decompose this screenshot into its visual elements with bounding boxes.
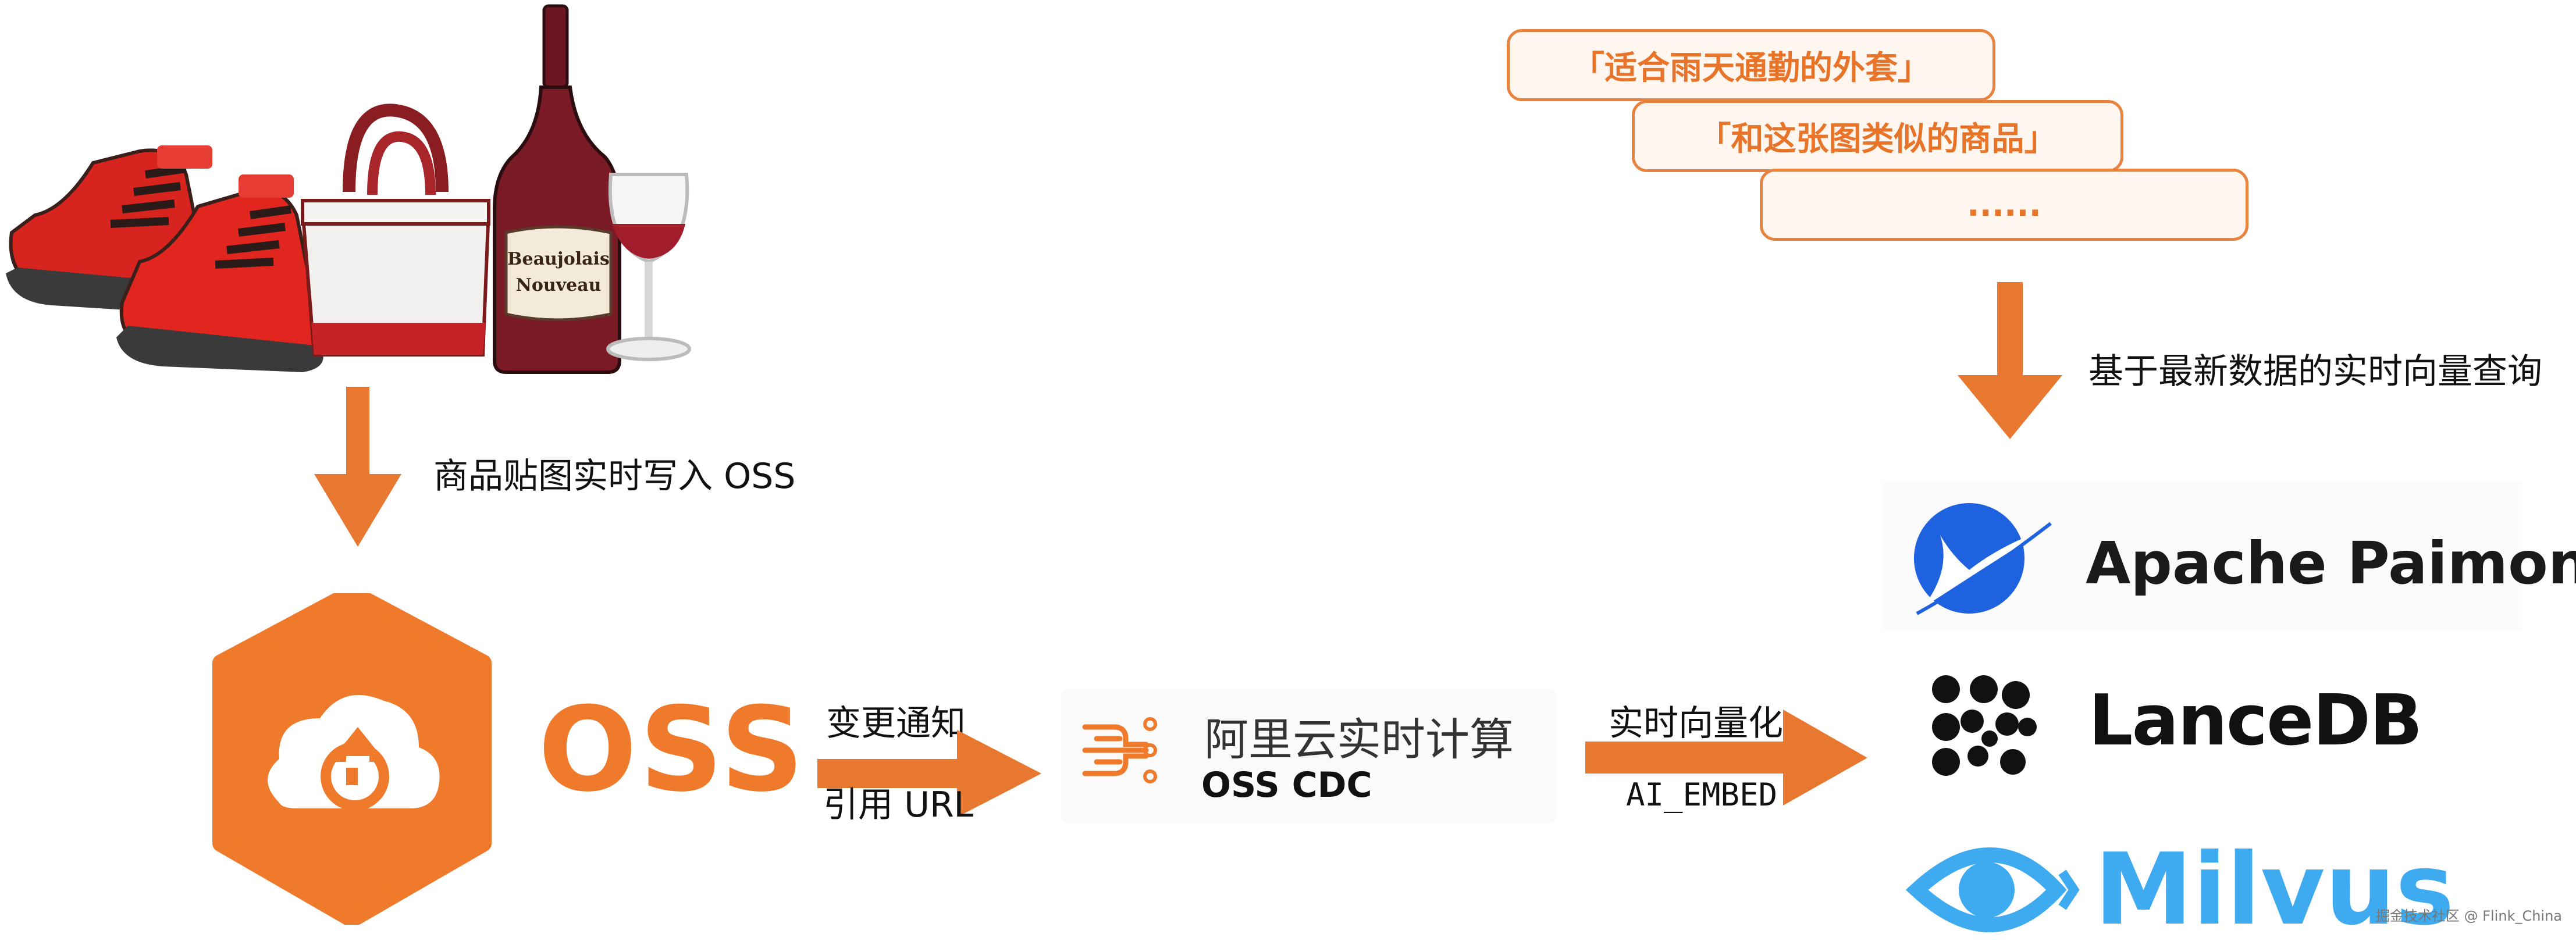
milvus-name: Milvus <box>2094 832 2454 947</box>
paimon-name: Apache Paimon <box>2086 529 2576 597</box>
wine-bottle-icon: Beaujolais Nouveau <box>493 4 621 374</box>
flink-subtitle: OSS CDC <box>1201 765 1372 806</box>
query-arrow <box>1958 282 2062 439</box>
oss-wordmark: OSS <box>538 682 807 818</box>
write-arrow <box>314 387 401 547</box>
query-chip-3: ...... <box>1760 169 2248 241</box>
lancedb-name: LanceDB <box>2088 680 2422 761</box>
query-chip-1: 「适合雨天通勤的外套」 <box>1507 29 1995 101</box>
oss-cloud-icon <box>212 593 492 925</box>
tote-bag-icon <box>300 104 491 357</box>
realtime-vector-label: 实时向量化 <box>1609 703 1783 744</box>
sneakers-icon <box>6 145 324 372</box>
ai-embed-label: AI_EMBED <box>1626 776 1778 813</box>
wine-glass-icon <box>606 173 691 361</box>
milvus-eye-icon <box>1905 847 2080 932</box>
realtime-query-label: 基于最新数据的实时向量查询 <box>2088 351 2542 392</box>
product-write-label: 商品贴图实时写入 OSS <box>433 456 796 497</box>
flink-title: 阿里云实时计算 <box>1204 714 1514 765</box>
reference-url-label: 引用 URL <box>823 785 974 825</box>
bottle-label-text-2: Nouveau <box>515 275 601 295</box>
paimon-icon <box>1914 503 2052 615</box>
notify-arrow <box>817 730 1041 817</box>
footer-credit: 掘金技术社区 @ Flink_China <box>2375 908 2562 924</box>
flink-flow-icon <box>1082 717 1157 783</box>
bottle-label-text: Beaujolais <box>507 249 610 269</box>
embed-arrow <box>1585 710 1867 806</box>
product-illustration: Beaujolais Nouveau <box>6 4 691 374</box>
lancedb-icon <box>1932 675 2037 776</box>
change-notify-label: 变更通知 <box>826 703 966 744</box>
query-chip-2: 「和这张图类似的商品」 <box>1632 100 2123 172</box>
